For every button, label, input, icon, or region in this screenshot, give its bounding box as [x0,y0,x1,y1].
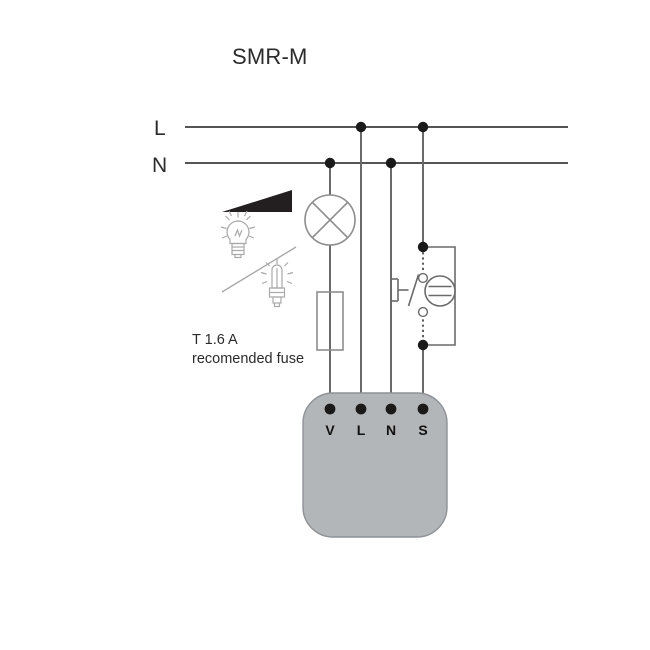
glow-lamp-indicator-icon [424,275,456,307]
terminal-v: V [324,403,336,438]
incandescent-bulb-icon [220,210,256,259]
switch-contact-top [417,272,429,284]
junction-node-l-s [417,121,429,133]
terminal-v-label: V [325,422,335,438]
terminal-l-node [355,403,367,415]
fuse-note-line-2: recomended fuse [192,351,304,367]
switch-bypass-path [423,246,456,346]
terminal-v-node [324,403,336,415]
device-terminals: V L N S [324,403,429,438]
terminal-l-label: L [357,422,366,438]
switch-contact-bottom [417,306,429,318]
dimming-wedge-icon [222,190,292,212]
terminal-s-label: S [418,422,427,438]
fuse-note-line-1: T 1.6 A [192,332,238,348]
terminal-n-label: N [386,422,396,438]
switch-blade [407,274,420,307]
junction-node-n-v [324,157,336,169]
bus-label-line: L [154,117,166,140]
junction-node-switch-top [417,241,429,253]
page-title: SMR-M [232,44,308,69]
terminal-n-node [385,403,397,415]
terminal-s: S [417,403,429,438]
device-body [302,392,448,538]
bus-label-neutral: N [152,154,167,177]
lamp-cross-circle-icon [304,194,356,246]
junction-node-switch-bottom [417,339,429,351]
junction-node-l-l [355,121,367,133]
fuse-rectangle-icon [316,291,344,351]
exclusion-slash-icon [221,246,297,293]
terminal-s-node [417,403,429,415]
terminal-n: N [385,403,397,438]
compact-fluorescent-bulb-icon [260,259,294,308]
push-button-switch-icon [391,241,456,351]
junction-node-n-n [385,157,397,169]
terminal-l: L [355,403,367,438]
